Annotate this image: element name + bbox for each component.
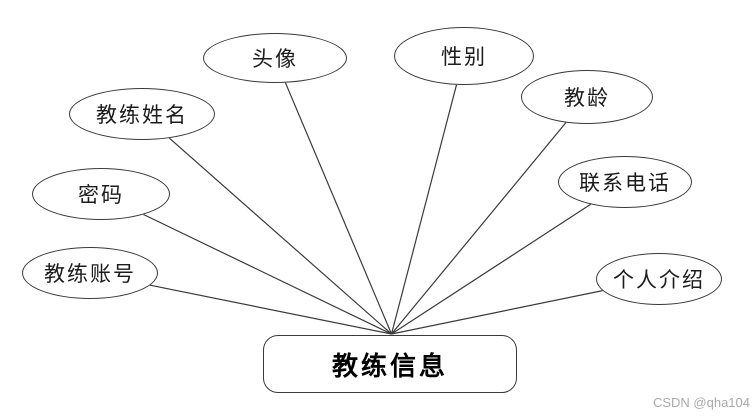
attribute-node: 头像 <box>203 33 347 83</box>
attribute-node-label: 头像 <box>252 47 298 71</box>
attribute-node-label: 联系电话 <box>579 171 671 195</box>
connector-line <box>390 84 458 335</box>
entity-coach-info-label: 教练信息 <box>331 351 448 382</box>
attribute-node: 密码 <box>32 168 170 220</box>
connector-line <box>391 203 592 335</box>
connector-line <box>143 213 392 335</box>
connector-line <box>391 290 603 335</box>
attribute-node: 个人介绍 <box>596 253 722 305</box>
attribute-node: 教练账号 <box>22 247 158 299</box>
attribute-node-label: 密码 <box>78 183 124 207</box>
connector-line <box>149 284 392 335</box>
attribute-node-label: 个人介绍 <box>613 268 705 292</box>
attribute-node: 教龄 <box>521 70 653 124</box>
attribute-node-label: 教练姓名 <box>96 103 188 127</box>
watermark-text: CSDN @qha104 <box>652 395 750 410</box>
entity-coach-info: 教练信息 <box>263 335 517 393</box>
attribute-node: 联系电话 <box>558 156 692 208</box>
attribute-node: 性别 <box>394 27 534 85</box>
attribute-node-label: 性别 <box>441 45 487 69</box>
attribute-node-label: 教龄 <box>564 86 610 110</box>
attribute-node: 教练姓名 <box>69 88 215 140</box>
connector-line <box>391 122 567 335</box>
connector-line <box>284 82 393 335</box>
connector-line <box>168 137 392 335</box>
attribute-node-label: 教练账号 <box>44 262 136 286</box>
